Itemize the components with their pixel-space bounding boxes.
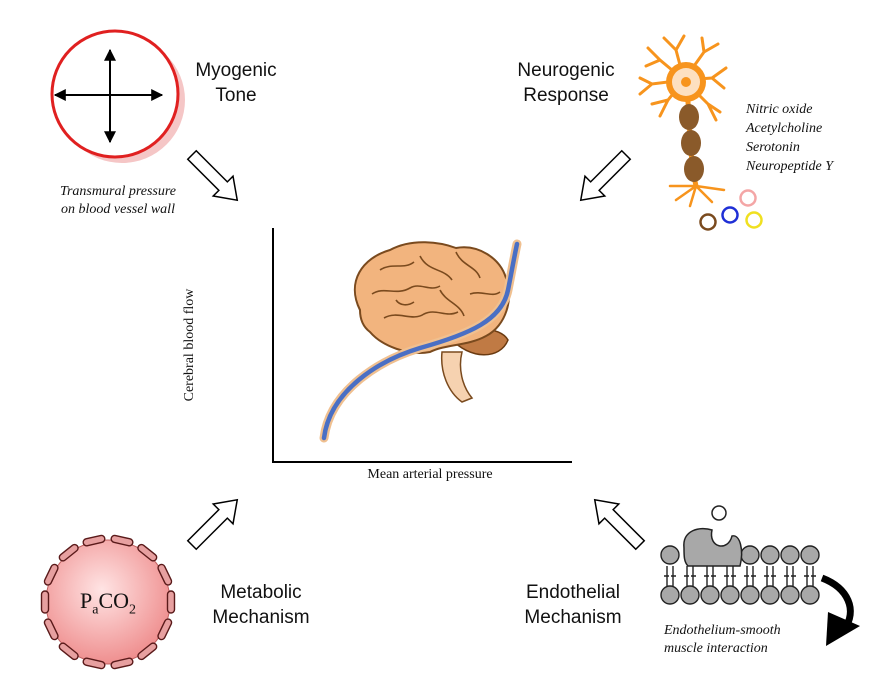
lipid-head-bottom: [680, 585, 700, 605]
transmitter-dot-yellow: [745, 211, 763, 229]
endothelial-caption: Endothelium-smooth muscle interaction: [664, 622, 834, 658]
myogenic-caption-line2: on blood vessel wall: [61, 202, 175, 217]
lipid-head-top: [660, 545, 680, 565]
x-axis-label: Mean arterial pressure: [367, 467, 493, 482]
transmitter-dot-blue: [721, 206, 739, 224]
sphere-pore: [40, 590, 50, 614]
sphere-pore: [58, 642, 79, 661]
lipid-tails: [704, 566, 716, 586]
sphere-pore: [43, 618, 59, 641]
lipid-head-bottom: [780, 585, 800, 605]
endothelial-caption-line2: muscle interaction: [664, 641, 768, 656]
metabolic-title-line2: Mechanism: [212, 607, 310, 628]
transmitter-dots: [699, 189, 763, 231]
vessel-pressure-icon: [50, 29, 185, 163]
sphere-pore: [82, 657, 106, 670]
sphere-pore: [137, 543, 158, 562]
co2-sphere-icon: [40, 534, 176, 670]
neurogenic-title-line1: Neurogenic: [517, 60, 615, 81]
transmitter-dot-brown: [699, 213, 717, 231]
lipid-tails: [784, 566, 796, 586]
transmitter-dot-pink: [739, 189, 757, 207]
sphere-pore: [157, 563, 173, 586]
lipid-head-bottom: [800, 585, 820, 605]
lipid-head-bottom: [740, 585, 760, 605]
lipid-head-bottom: [720, 585, 740, 605]
lipid-tails: [804, 566, 816, 586]
lipid-head-bottom: [660, 585, 680, 605]
co2-symbol-p: P: [79, 588, 93, 613]
metabolic-title: Metabolic Mechanism: [196, 580, 326, 630]
sphere-pore: [157, 618, 173, 641]
lipid-head-top: [780, 545, 800, 565]
lipid-head-top: [800, 545, 820, 565]
co2-symbol: PaCO2: [68, 588, 148, 618]
lipid-head-bottom: [700, 585, 720, 605]
transmitter-list: Nitric oxide Acetylcholine Serotonin Neu…: [746, 100, 876, 176]
myogenic-title: Myogenic Tone: [186, 58, 286, 108]
sphere-pore: [137, 642, 158, 661]
lipid-tails: [764, 566, 776, 586]
neuron-body: [666, 62, 706, 102]
myogenic-caption: Transmural pressure on blood vessel wall: [33, 183, 203, 219]
myogenic-title-line2: Tone: [215, 85, 257, 106]
endothelial-title-line2: Mechanism: [524, 607, 622, 628]
membrane-illustration: [660, 505, 860, 646]
autoregulation-curve: [321, 241, 520, 441]
transmitter-acetylcholine: Acetylcholine: [746, 121, 823, 136]
sphere-pore: [110, 657, 134, 670]
sphere-pore: [110, 534, 134, 547]
neurogenic-title: Neurogenic Response: [506, 58, 626, 108]
myelin-sheath: [679, 104, 704, 182]
myogenic-title-line1: Myogenic: [195, 60, 277, 81]
neurogenic-title-line2: Response: [523, 85, 609, 106]
y-axis-label: Cerebral blood flow: [182, 288, 197, 402]
co2-symbol-sub-a: a: [92, 602, 99, 618]
lipid-head-bottom: [760, 585, 780, 605]
sphere-pore: [58, 543, 79, 562]
co2-symbol-co: CO: [98, 588, 130, 613]
lipid-tails: [724, 566, 736, 586]
arrow-endothelial-to-graph: [593, 498, 646, 551]
lipid-tails: [684, 566, 696, 586]
endothelial-title: Endothelial Mechanism: [508, 580, 638, 630]
transmitter-nitric-oxide: Nitric oxide: [746, 102, 813, 117]
arrow-metabolic-to-graph: [186, 498, 239, 551]
sphere-pore: [82, 534, 106, 547]
myogenic-caption-line1: Transmural pressure: [59, 184, 177, 199]
metabolic-title-line1: Metabolic: [220, 582, 302, 603]
endothelial-caption-line1: Endothelium-smooth: [664, 623, 781, 638]
co2-symbol-sub-2: 2: [129, 602, 137, 618]
graph-axes: [272, 228, 572, 463]
endothelial-title-line1: Endothelial: [525, 582, 621, 603]
lipid-head-top: [740, 545, 760, 565]
lipid-head-top: [760, 545, 780, 565]
sphere-pore: [43, 563, 59, 586]
transmitter-serotonin: Serotonin: [746, 140, 800, 155]
arrow-myogenic-to-graph: [186, 149, 239, 202]
sphere-pore: [166, 590, 176, 614]
lipid-tails: [664, 566, 676, 586]
arrow-neurogenic-to-graph: [579, 149, 632, 202]
transmitter-neuropeptide-y: Neuropeptide Y: [746, 159, 833, 174]
lipid-tails: [744, 566, 756, 586]
